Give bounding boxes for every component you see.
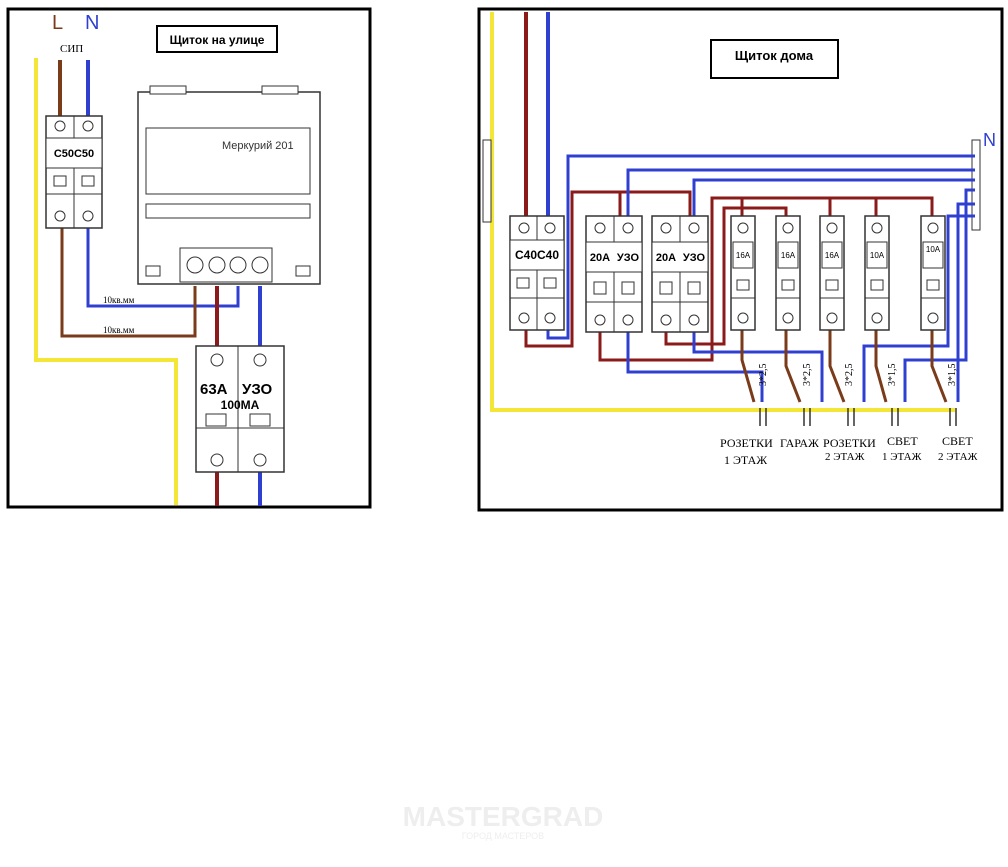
circuit-1-name: РОЗЕТКИ — [720, 436, 773, 450]
main-breaker-right-label: С40С40 — [515, 248, 559, 262]
neutral-rcd1 — [626, 168, 975, 216]
phase-feed — [524, 190, 622, 348]
circuit-breaker-3: 16А — [819, 215, 845, 331]
neutral-to-meter — [86, 226, 240, 308]
rcd-left: 63А УЗО 100МА — [195, 345, 285, 473]
phase-feed-2 — [572, 190, 692, 216]
phase-to-b5 — [876, 196, 934, 216]
circuit-breaker-2-rating: 16А — [781, 251, 796, 260]
main-breaker-left: С50С50 — [45, 115, 103, 229]
main-breaker-right: С40С40 — [509, 215, 565, 331]
watermark-brand: MASTERGRAD — [403, 801, 604, 832]
ground-bus — [482, 139, 492, 223]
cable-label-4: 3*1,5 — [887, 364, 898, 387]
left-panel: Щиток на улице L N СИП 10кв.мм 10кв.мм С — [6, 7, 372, 509]
circuit-3-name: РОЗЕТКИ — [823, 436, 876, 450]
electricity-meter: Меркурий 201 — [137, 85, 321, 285]
label-n: N — [85, 12, 99, 34]
b5-out — [930, 330, 948, 403]
right-panel: Щиток дома N — [477, 7, 1004, 512]
circuit-4-floor: 1 ЭТАЖ — [882, 451, 922, 463]
circuit-5-floor: 2 ЭТАЖ — [938, 451, 978, 463]
circuit-breaker-3-rating: 16А — [825, 251, 840, 260]
circuit-breaker-5: 10А — [920, 215, 946, 331]
rcd-left-type: УЗО — [242, 381, 273, 398]
meter-model: Меркурий 201 — [222, 140, 294, 152]
circuit-4-name: СВЕТ — [887, 434, 918, 448]
rcd-right-1-type: УЗО — [617, 252, 640, 264]
circuit-5-name: СВЕТ — [942, 434, 973, 448]
right-panel-title-box — [710, 39, 839, 79]
neutral-light-1 — [903, 188, 975, 402]
watermark: MASTERGRAD ГОРОД МАСТЕРОВ — [403, 801, 604, 841]
watermark-tagline: ГОРОД МАСТЕРОВ — [462, 831, 544, 841]
circuit-3-floor: 2 ЭТАЖ — [825, 451, 865, 463]
rcd-right-2-type: УЗО — [683, 252, 706, 264]
rcd-left-rating: 63А — [200, 381, 228, 398]
phase-to-b4 — [830, 196, 878, 216]
circuit-terminals — [759, 408, 957, 426]
circuit-breaker-1: 16А — [730, 215, 756, 331]
cable-label-2: 3*2,5 — [802, 364, 813, 387]
circuit-breaker-2: 16А — [775, 215, 801, 331]
neutral-bus-label: N — [983, 130, 996, 150]
circuit-1-floor: 1 ЭТАЖ — [724, 453, 767, 467]
circuit-breaker-5-rating: 10А — [926, 245, 941, 254]
rcd2-out-neutral — [692, 330, 824, 402]
left-panel-title: Щиток на улице — [170, 33, 265, 47]
circuit-breaker-4: 10А — [864, 215, 890, 331]
b3-out — [828, 330, 846, 403]
ground-wire-left — [34, 58, 178, 505]
rcd-right-2: 20А УЗО — [651, 215, 709, 333]
rcd-right-1-rating: 20А — [590, 252, 610, 264]
rcd-right-2-rating: 20А — [656, 252, 676, 264]
neutral-rcd2 — [692, 178, 975, 216]
neutral-sockets-2 — [862, 214, 975, 402]
right-panel-title: Щиток дома — [735, 48, 814, 63]
wire-label-1: 10кв.мм — [103, 295, 135, 305]
circuit-breaker-1-rating: 16А — [736, 251, 751, 260]
wire-label-2: 10кв.мм — [103, 325, 135, 335]
b1-out — [740, 330, 756, 403]
rcd1-out-neutral — [626, 330, 764, 402]
neutral-feed — [546, 154, 975, 340]
phase-to-meter — [60, 226, 197, 338]
left-panel-title-box — [156, 25, 278, 53]
circuit-2-name: ГАРАЖ — [780, 436, 819, 450]
b2-out — [784, 330, 802, 403]
right-panel-frame — [477, 7, 1004, 512]
rcd1-out-phase — [598, 196, 744, 362]
b4-out — [874, 330, 888, 403]
cable-label-3: 3*2,5 — [844, 364, 855, 387]
main-breaker-left-label: С50С50 — [54, 148, 94, 160]
rcd-left-current: 100МА — [221, 398, 260, 412]
neutral-light-2 — [956, 202, 975, 402]
label-l: L — [52, 12, 63, 34]
neutral-bus — [971, 139, 981, 231]
rcd2-out-phase — [664, 206, 788, 346]
cable-label-1: 3*2,5 — [758, 364, 769, 387]
circuit-breaker-4-rating: 10А — [870, 251, 885, 260]
cable-label-5: 3*1,5 — [947, 364, 958, 387]
ground-wire-right — [490, 12, 955, 412]
left-panel-frame — [6, 7, 372, 509]
cable-label: СИП — [60, 43, 83, 55]
rcd-right-1: 20А УЗО — [585, 215, 643, 333]
